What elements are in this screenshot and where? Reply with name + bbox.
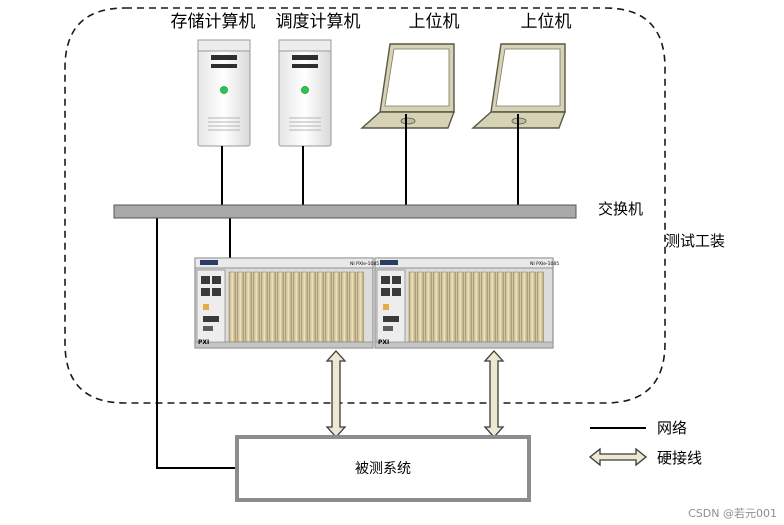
network-links (156, 114, 519, 469)
system-under-test-label: 被测系统 (355, 461, 411, 477)
storage-computer-tower-icon (197, 39, 251, 147)
pxi-chassis-1 (194, 257, 374, 349)
system-under-test-box (235, 435, 531, 502)
legend-hardwire-arrow (588, 447, 648, 467)
dispatch-computer-tower-icon (278, 39, 332, 147)
host-1-laptop-icon (361, 43, 455, 129)
chassis-1-model-label: NI PXIe-1085 (350, 261, 379, 267)
chassis-2-model-label: NI PXIe-1085 (530, 261, 559, 267)
storage-computer-label: 存储计算机 (171, 12, 256, 32)
test-fixture-boundary (64, 7, 666, 404)
chassis-1-pxi-label: PXI (198, 339, 209, 346)
host-2-label: 上位机 (521, 12, 572, 32)
legend: 网络 硬接线 (588, 419, 702, 467)
hardwire-arrow-1 (325, 350, 347, 438)
link-switch-to-system (156, 218, 237, 469)
legend-network-label: 网络 (657, 419, 687, 437)
pxi-chassis-2 (374, 257, 554, 349)
test-fixture-label: 测试工装 (665, 232, 725, 250)
watermark: CSDN @若元001 (688, 507, 777, 520)
network-switch (113, 204, 577, 219)
hardwire-arrow-2 (483, 350, 505, 438)
switch-label: 交换机 (598, 200, 643, 218)
legend-hardwire-label: 硬接线 (657, 449, 702, 467)
chassis-2-pxi-label: PXI (378, 339, 389, 346)
dispatch-computer-label: 调度计算机 (276, 12, 361, 32)
host-1-label: 上位机 (409, 12, 460, 32)
